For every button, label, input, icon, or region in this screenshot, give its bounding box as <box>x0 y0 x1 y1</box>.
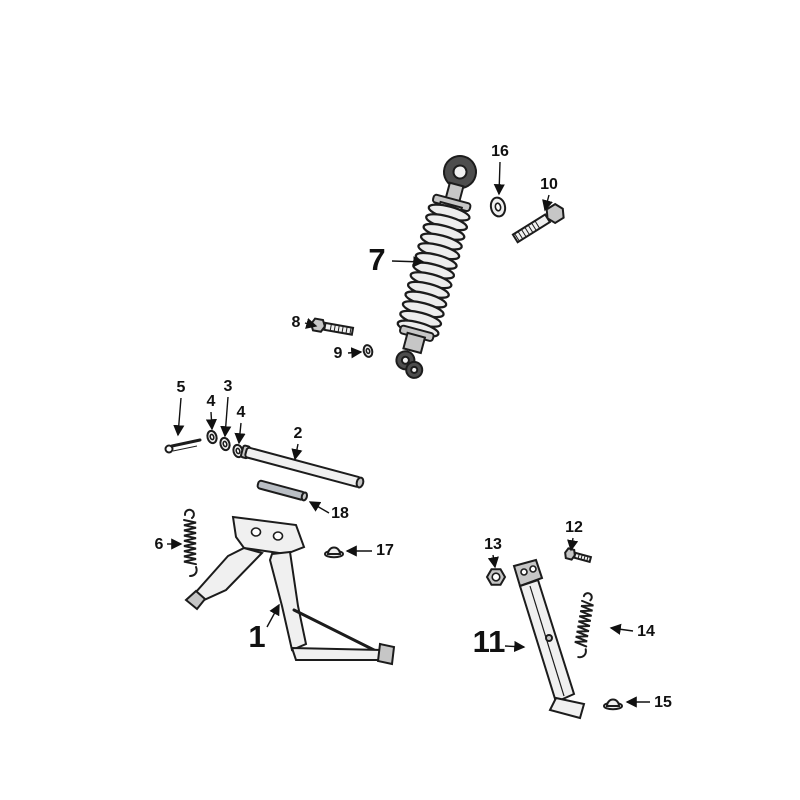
bolt-8 <box>309 317 355 336</box>
part-label-6: 6 <box>155 536 164 553</box>
part-label-5: 5 <box>177 379 186 396</box>
part-label-10: 10 <box>540 176 558 193</box>
leader-10 <box>542 194 553 212</box>
part-label-1: 1 <box>248 619 265 654</box>
washer-16 <box>489 196 507 218</box>
leader-11 <box>504 640 526 653</box>
nut-13 <box>485 568 507 586</box>
center-stand-brace-rod <box>292 608 380 654</box>
leader-18 <box>308 501 330 514</box>
part-label-4b: 4 <box>237 404 246 421</box>
part-label-8: 8 <box>292 314 301 331</box>
part-label-4a: 4 <box>207 393 216 410</box>
washer-9 <box>362 344 374 358</box>
spring-6 <box>183 508 198 577</box>
part-label-17: 17 <box>376 542 394 559</box>
center-stand-foot-tab <box>376 642 396 666</box>
leader-13 <box>487 554 499 569</box>
leader-2 <box>291 443 303 461</box>
part-label-18: 18 <box>331 505 349 522</box>
part-label-15: 15 <box>654 694 672 711</box>
screw-12 <box>564 547 593 564</box>
leader-5 <box>173 397 185 437</box>
washer-4a <box>206 429 218 445</box>
leader-3 <box>220 396 232 438</box>
part-label-7: 7 <box>368 242 385 277</box>
leader-16 <box>493 161 505 196</box>
center-stand <box>184 515 396 666</box>
leader-1 <box>266 603 280 628</box>
axle-rod-2 <box>240 444 365 489</box>
shock-top-eye-bushing <box>452 164 468 180</box>
center-stand-left-leg <box>194 546 264 602</box>
leader-4b <box>234 422 246 445</box>
cotter-pin-5 <box>164 438 202 454</box>
leader-8 <box>304 318 318 329</box>
part-label-11: 11 <box>473 624 506 659</box>
part-label-12: 12 <box>565 519 583 536</box>
part-label-13: 13 <box>484 536 502 553</box>
leader-12 <box>567 537 579 552</box>
side-stand <box>512 558 586 720</box>
part-label-3: 3 <box>224 378 233 395</box>
center-stand-right-leg <box>268 550 308 652</box>
pivot-pin-18 <box>256 479 308 502</box>
leader-9 <box>347 347 363 359</box>
center-stand-blade <box>290 646 383 661</box>
shock-absorber <box>395 155 477 379</box>
side-stand-foot <box>548 696 586 720</box>
washer-3 <box>219 436 231 452</box>
bolt-10-shaft <box>511 213 552 244</box>
shock-lower-body <box>402 331 427 355</box>
part-label-9: 9 <box>334 345 343 362</box>
leader-14 <box>609 623 634 635</box>
rubber-cap-17 <box>324 546 344 559</box>
screw-12-shaft <box>572 551 593 564</box>
spring-14 <box>574 592 594 659</box>
part-label-14: 14 <box>637 623 655 640</box>
side-stand-spring-nub <box>545 634 553 642</box>
rubber-cap-15 <box>603 698 623 711</box>
leader-7 <box>391 256 425 268</box>
leader-4a <box>205 411 218 431</box>
bolt-10 <box>511 202 565 244</box>
part-label-16: 16 <box>491 143 509 160</box>
shock-coil-spring <box>396 203 471 338</box>
part-label-2: 2 <box>294 425 303 442</box>
center-stand-left-foot <box>184 589 207 611</box>
